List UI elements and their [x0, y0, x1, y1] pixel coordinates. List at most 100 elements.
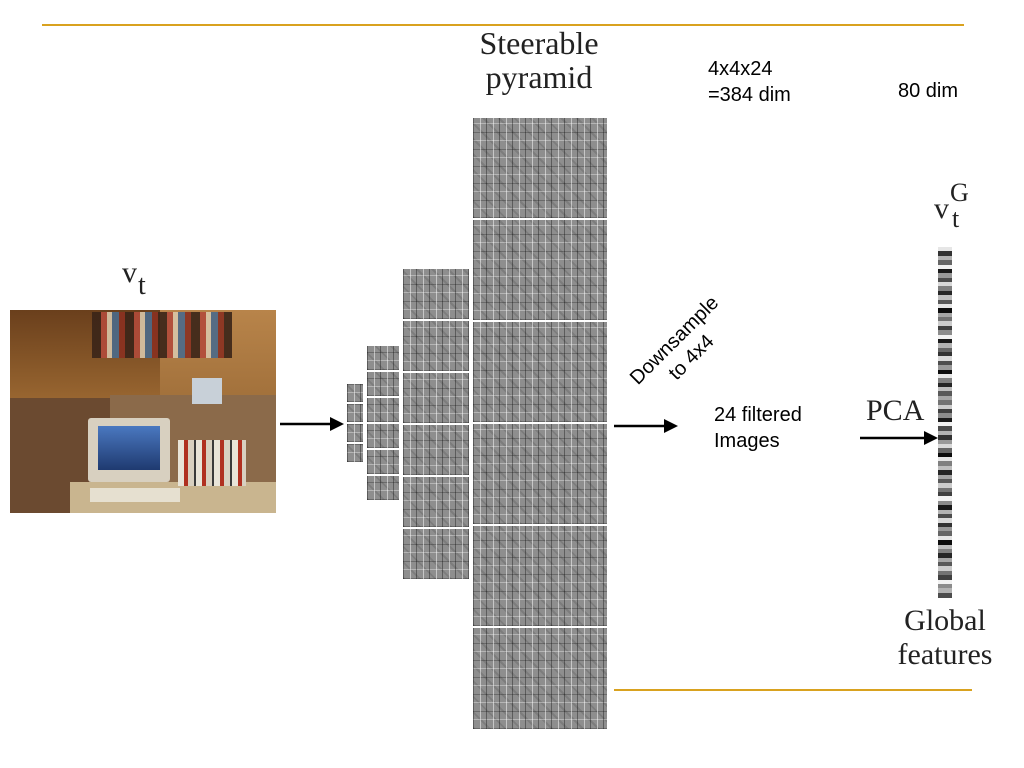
feature-cell — [938, 382, 952, 388]
filter-tile — [472, 219, 608, 321]
feature-cell — [938, 356, 952, 362]
feature-cell — [938, 487, 952, 493]
filter-tile — [402, 372, 470, 424]
feature-cell — [938, 369, 952, 375]
feature-cell — [938, 360, 952, 366]
feature-cell — [938, 290, 952, 296]
feature-cell — [938, 588, 952, 594]
feature-cell — [938, 303, 952, 309]
feature-cell — [938, 474, 952, 480]
filter-tile — [346, 383, 364, 403]
arrow-pca — [860, 431, 938, 445]
filter-tile — [346, 443, 364, 463]
feature-cell — [938, 540, 952, 545]
feature-cell — [938, 312, 952, 318]
vtg-subscript: t — [952, 204, 960, 233]
feature-cell — [938, 373, 952, 379]
feature-cell — [938, 527, 952, 532]
feature-cell — [938, 465, 952, 471]
global-vector-label: v G t — [934, 178, 984, 236]
feature-cell — [938, 325, 952, 331]
feature-cell — [938, 308, 952, 314]
arrow-downsample — [614, 419, 678, 433]
feature-cell — [938, 400, 952, 405]
vt-base: v — [122, 256, 137, 289]
feature-cell — [938, 352, 952, 357]
dim-384-line1: 4x4x24 — [708, 58, 773, 80]
global-line2: features — [897, 638, 993, 671]
feature-cell — [938, 273, 952, 279]
feature-cell — [938, 347, 952, 353]
feature-cell — [938, 435, 952, 440]
feature-cell — [938, 295, 952, 300]
feature-cell — [938, 408, 952, 414]
feature-cell — [938, 417, 952, 423]
feature-cell — [938, 268, 952, 274]
feature-cell — [938, 478, 952, 484]
feature-cell — [938, 553, 952, 559]
feature-cell — [938, 430, 952, 436]
filter-tile — [366, 423, 400, 449]
feature-cell — [938, 570, 952, 576]
feature-cell — [938, 343, 952, 349]
feature-cell — [938, 391, 952, 397]
filter-tile — [472, 525, 608, 627]
filter-tile — [366, 475, 400, 501]
filtered-line1: 24 filtered — [714, 404, 802, 426]
feature-cell — [938, 562, 952, 567]
filter-tile — [366, 397, 400, 423]
feature-cell — [938, 317, 952, 322]
filter-tile — [472, 423, 608, 525]
feature-cell — [938, 575, 952, 580]
filter-tile — [402, 424, 470, 476]
feature-cell — [938, 592, 952, 598]
global-features-label: Global features — [890, 604, 1000, 672]
feature-cell — [938, 251, 952, 257]
arrow-to-pyramid — [280, 417, 344, 431]
dim-384-label: 4x4x24 =384 dim — [708, 56, 791, 108]
filter-tile — [472, 321, 608, 423]
feature-cell — [938, 579, 952, 585]
filter-tile — [366, 345, 400, 371]
filter-tile — [346, 403, 364, 423]
feature-cell — [938, 483, 952, 489]
feature-cell — [938, 330, 952, 335]
feature-cell — [938, 439, 952, 445]
feature-cell — [938, 544, 952, 550]
filter-tile — [472, 627, 608, 730]
vtg-base: v — [934, 192, 949, 225]
filter-tile — [472, 117, 608, 219]
feature-cell — [938, 277, 952, 283]
top-rule — [42, 24, 964, 26]
feature-cell — [938, 457, 952, 462]
feature-cell — [938, 247, 952, 252]
feature-cell — [938, 452, 952, 458]
filter-tile — [402, 268, 470, 320]
feature-cell — [938, 413, 952, 419]
filter-tile — [366, 449, 400, 475]
input-vector-label: vt — [122, 256, 146, 301]
feature-cell — [938, 513, 952, 519]
global-feature-vector — [938, 247, 952, 598]
steerable-title-line2: pyramid — [485, 59, 593, 95]
filtered-line2: Images — [714, 430, 780, 452]
filtered-images-label: 24 filtered Images — [714, 402, 802, 454]
feature-cell — [938, 365, 952, 370]
feature-cell — [938, 255, 952, 261]
feature-cell — [938, 426, 952, 432]
pca-label: PCA — [866, 394, 925, 427]
feature-cell — [938, 404, 952, 410]
dim-384-line2: =384 dim — [708, 84, 791, 106]
feature-cell — [938, 260, 952, 265]
feature-cell — [938, 338, 952, 344]
filter-tile — [346, 423, 364, 443]
feature-cell — [938, 531, 952, 537]
feature-cell — [938, 548, 952, 554]
bottom-rule — [614, 689, 972, 691]
feature-cell — [938, 518, 952, 524]
feature-cell — [938, 583, 952, 589]
feature-cell — [938, 334, 952, 340]
filter-tile — [402, 476, 470, 528]
feature-cell — [938, 395, 952, 401]
downsample-label: Downsample to 4x4 — [613, 279, 753, 419]
